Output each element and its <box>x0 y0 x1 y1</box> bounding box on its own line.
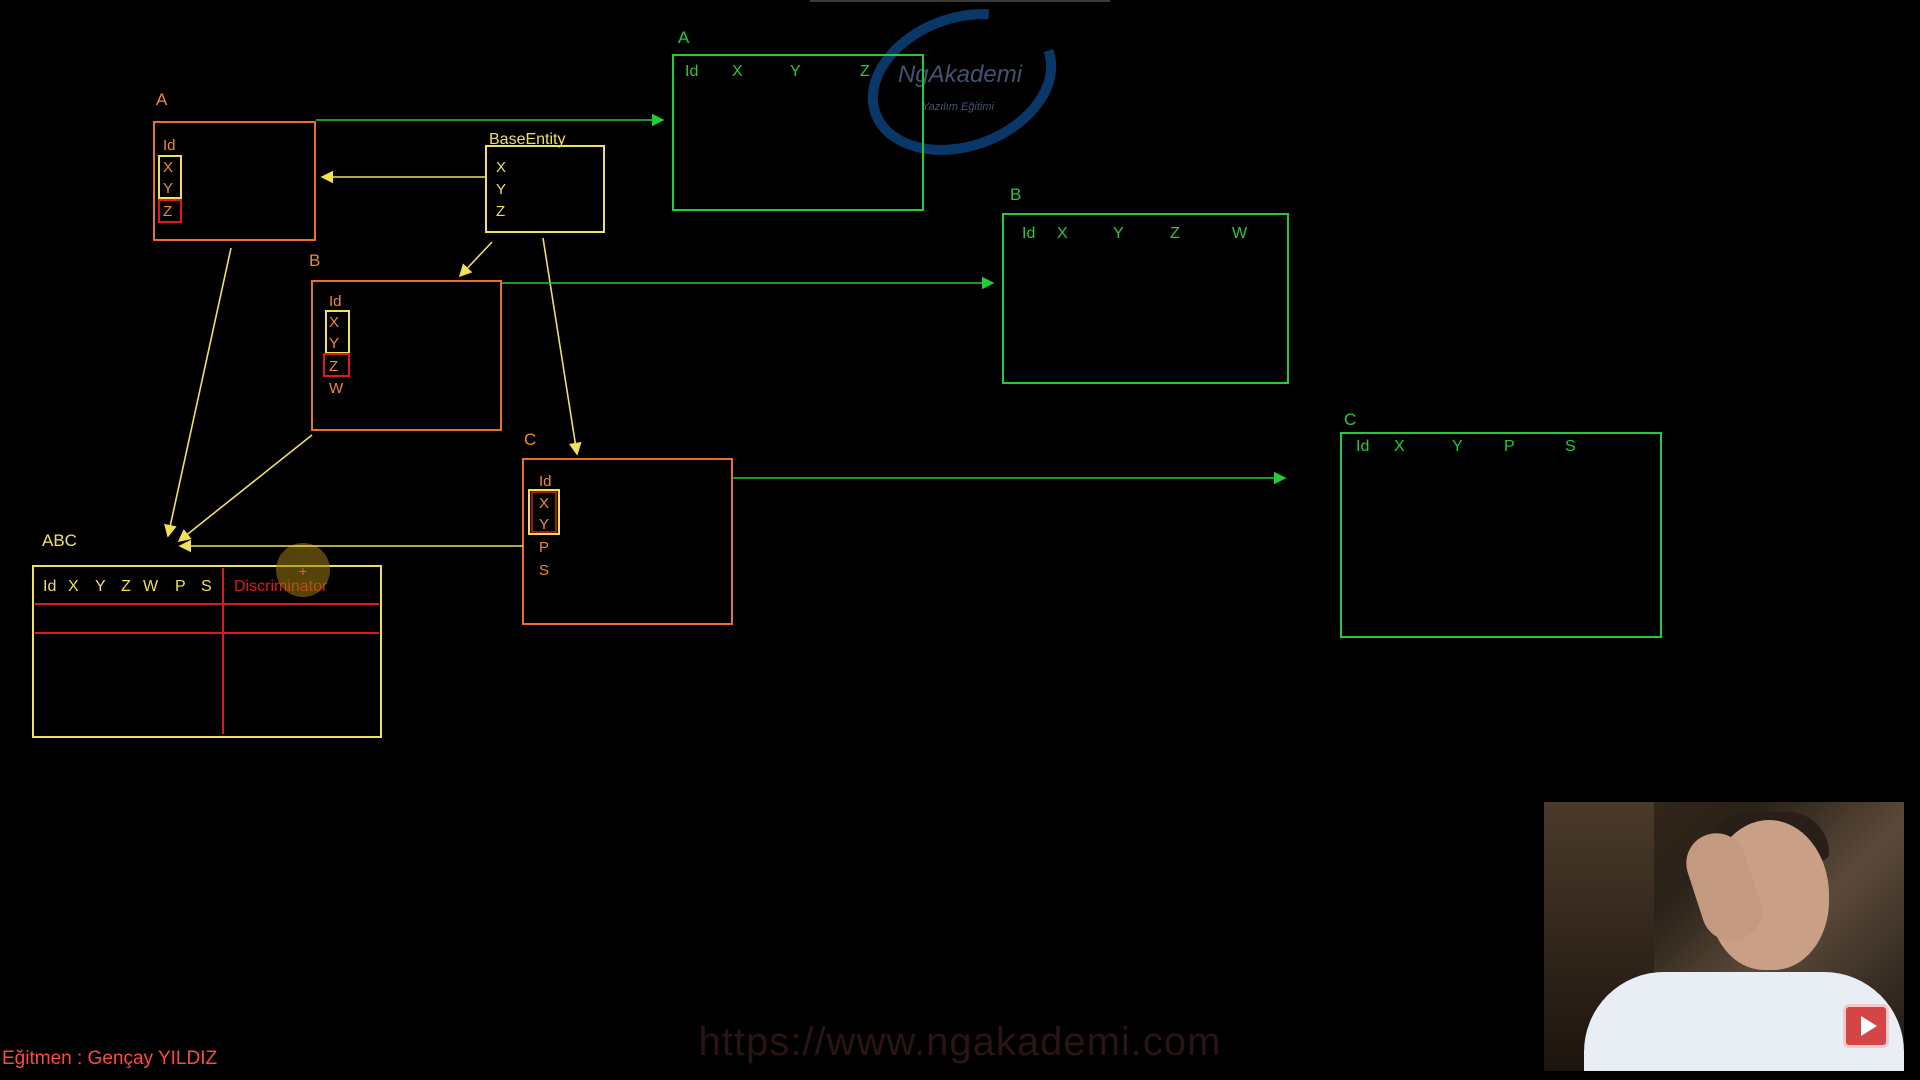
table-abc-column: Y <box>95 578 106 595</box>
table-abc[interactable]: ABC Id X Y Z W P S Discriminator <box>33 531 381 737</box>
entity-c-field: Id <box>539 473 552 490</box>
table-a[interactable]: A Id X Y Z <box>673 28 923 210</box>
entity-c-field: Y <box>539 516 549 533</box>
table-a-column: Y <box>790 63 801 80</box>
youtube-play-icon[interactable] <box>1843 1004 1889 1048</box>
entity-a-field: Z <box>163 203 172 220</box>
entity-c-field: X <box>539 495 549 512</box>
table-b-column: Id <box>1022 225 1035 242</box>
entity-b-field: Z <box>329 358 338 375</box>
table-b-column: Y <box>1113 225 1124 242</box>
entity-c-field: S <box>539 562 549 579</box>
table-a-column: Id <box>685 63 698 80</box>
svg-text:+: + <box>299 563 307 579</box>
table-abc-column: P <box>175 578 186 595</box>
table-c-column: Id <box>1356 438 1369 455</box>
watermark-tagline: Yazılım Eğitimi <box>922 101 994 113</box>
watermark-brand: NgAkademi <box>898 61 1023 88</box>
table-b-column: X <box>1057 225 1068 242</box>
table-a-column: Z <box>860 63 870 80</box>
instructor-credit: Eğitmen : Gençay YILDIZ <box>2 1048 217 1070</box>
mapping-arrows <box>316 120 1285 478</box>
entity-a-field: Y <box>163 180 173 197</box>
entity-b-field: Id <box>329 293 342 310</box>
entity-c-title: C <box>524 430 536 449</box>
entity-base[interactable]: BaseEntity X Y Z <box>486 131 604 232</box>
entity-base-field: Y <box>496 181 506 198</box>
table-abc-column: S <box>201 578 212 595</box>
entity-a-field: Id <box>163 137 176 154</box>
ngakademi-watermark: NgAkademi Yazılım Eğitimi <box>854 0 1071 174</box>
entity-b[interactable]: B Id X Y Z W <box>309 251 501 430</box>
table-c-column: S <box>1565 438 1576 455</box>
table-c-title: C <box>1344 410 1356 429</box>
table-abc-title: ABC <box>42 531 77 550</box>
table-abc-column: W <box>143 578 159 595</box>
table-c-column: P <box>1504 438 1515 455</box>
entity-b-field: Y <box>329 335 339 352</box>
table-b-title: B <box>1010 185 1021 204</box>
entity-c-field: P <box>539 539 549 556</box>
table-c-column: X <box>1394 438 1405 455</box>
cursor-highlight: + <box>276 543 330 597</box>
entity-a[interactable]: A Id X Y Z <box>154 90 315 240</box>
table-b-column: Z <box>1170 225 1180 242</box>
entity-b-title: B <box>309 251 320 270</box>
table-a-title: A <box>678 28 690 47</box>
table-b-column: W <box>1232 225 1248 242</box>
table-c-column: Y <box>1452 438 1463 455</box>
entity-base-field: Z <box>496 203 505 220</box>
table-abc-column: Z <box>121 578 131 595</box>
table-b[interactable]: B Id X Y Z W <box>1003 185 1288 383</box>
table-c[interactable]: C Id X Y P S <box>1341 410 1661 637</box>
entity-base-field: X <box>496 159 506 176</box>
table-abc-column: Id <box>43 578 56 595</box>
table-abc-column: X <box>68 578 79 595</box>
entity-b-field: X <box>329 314 339 331</box>
entity-b-field: W <box>329 380 344 397</box>
entity-c[interactable]: C Id X Y P S <box>523 430 732 624</box>
table-a-column: X <box>732 63 743 80</box>
entity-a-field: X <box>163 159 173 176</box>
entity-a-title: A <box>156 90 168 109</box>
